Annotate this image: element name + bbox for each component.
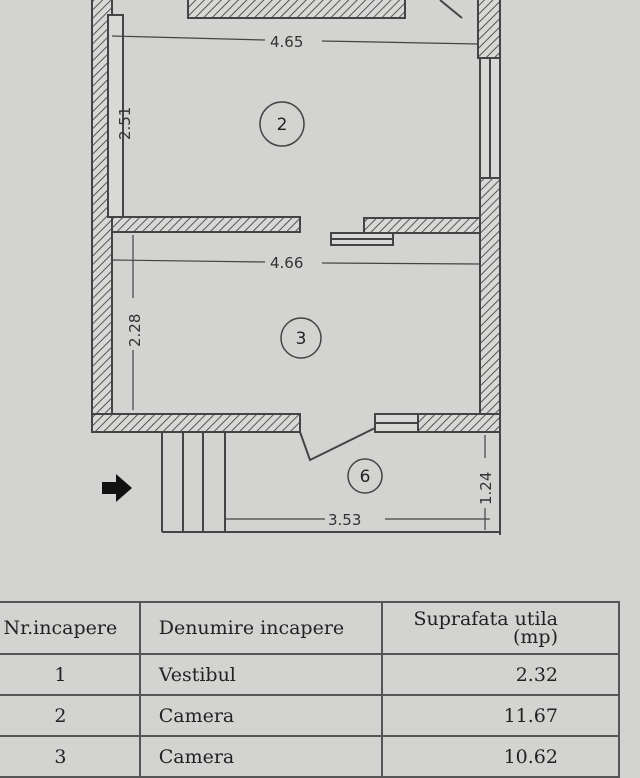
header-area-unit: (mp) (512, 626, 558, 648)
cell-name: Camera (138, 694, 383, 737)
cell-nr: 2 (0, 694, 141, 737)
room-3-marker: 3 (280, 317, 322, 359)
porch (161, 432, 501, 535)
dimension-room2-width: 4.65 (270, 33, 303, 51)
header-area-label: Suprafata utila (413, 608, 558, 630)
dimension-room6-width: 3.53 (328, 511, 361, 529)
dimension-room3-width: 4.66 (270, 254, 303, 272)
wall-inner-left (111, 216, 301, 233)
header-nr: Nr.incapere (0, 601, 141, 655)
dimension-room3-height: 2.28 (126, 314, 144, 347)
wall-inner-right (363, 217, 481, 234)
header-area: Suprafata utila(mp) (380, 601, 621, 655)
cell-name: Vestibul (138, 653, 383, 696)
cell-area: 10.62 (380, 735, 621, 778)
cell-area: 2.32 (380, 653, 621, 696)
wall-bottom-left (91, 413, 301, 433)
rooms-table: Nr.incapere Denumire incapere Suprafata … (0, 601, 621, 778)
table-header-row: Nr.incapere Denumire incapere Suprafata … (0, 601, 621, 655)
floor-plan: 4.65 2.51 4.66 2.28 3.53 1.24 2 3 6 (91, 0, 501, 535)
arrow-right-icon (102, 474, 132, 502)
cell-nr: 3 (0, 735, 141, 778)
cell-name: Camera (138, 735, 383, 778)
wall-right-lower (479, 177, 501, 433)
dimension-room2-height: 2.51 (116, 107, 134, 140)
room-number: 6 (360, 467, 371, 487)
cell-nr: 1 (0, 653, 141, 696)
wall-bottom-right (417, 413, 501, 433)
entrance-door-swing (299, 427, 376, 462)
wall-right-upper (477, 0, 501, 59)
dimension-lines (111, 15, 490, 530)
room-number: 2 (277, 115, 288, 135)
room-2-marker: 2 (259, 101, 305, 147)
table-row: 1 Vestibul 2.32 (0, 653, 621, 696)
room-6-marker: 6 (347, 458, 383, 494)
room-number: 3 (296, 329, 307, 349)
table-row: 2 Camera 11.67 (0, 694, 621, 737)
header-name: Denumire incapere (138, 601, 383, 655)
wall-top-fragment (187, 0, 406, 19)
table-row: 3 Camera 10.62 (0, 735, 621, 778)
dimension-room6-height: 1.24 (477, 472, 495, 505)
cell-area: 11.67 (380, 694, 621, 737)
